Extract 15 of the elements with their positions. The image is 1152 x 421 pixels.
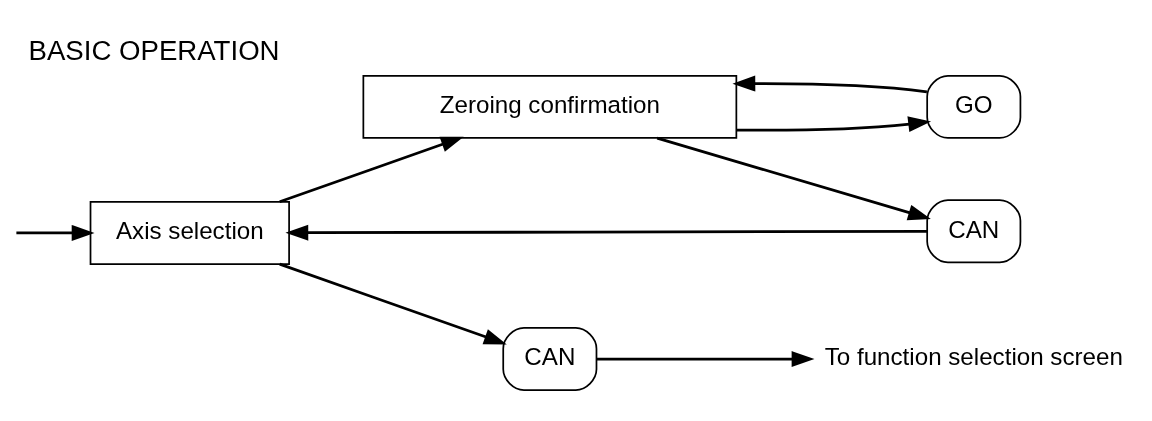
- node-box: CAN: [926, 199, 1022, 264]
- arrow: [596, 351, 815, 367]
- node-box: CAN: [502, 327, 598, 391]
- arrow: [736, 116, 932, 133]
- node-text: To function selection screen: [824, 343, 1123, 371]
- node-box: Axis selection: [89, 201, 290, 265]
- arrow: [656, 136, 931, 221]
- arrow: [285, 224, 928, 241]
- arrow: [16, 224, 95, 241]
- node-box: GO: [926, 74, 1022, 139]
- diagram-title: BASIC OPERATION: [28, 34, 280, 66]
- arrow: [279, 262, 507, 345]
- node-box: Zeroing confirmation: [362, 74, 738, 139]
- arrow: [279, 136, 464, 204]
- arrow: [732, 75, 928, 94]
